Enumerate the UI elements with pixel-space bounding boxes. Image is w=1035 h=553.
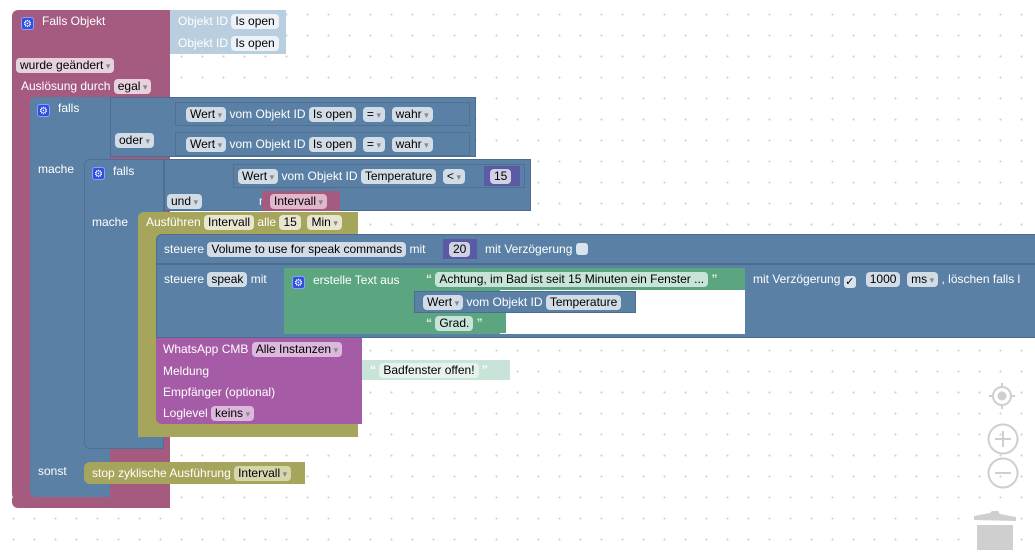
number-block[interactable]: 15: [484, 166, 520, 186]
object-id-field[interactable]: Is open: [231, 14, 279, 29]
control-target-field[interactable]: Volume to use for speak commands: [207, 242, 407, 257]
object-field[interactable]: Is open: [308, 137, 357, 152]
and-dropdown[interactable]: und: [167, 194, 203, 209]
number-field[interactable]: 20: [449, 242, 471, 257]
zoom-in-icon[interactable]: [986, 422, 1020, 456]
value-dropdown[interactable]: Wert: [423, 295, 464, 310]
text-field[interactable]: Grad.: [435, 316, 474, 331]
text-block-1[interactable]: “ Achtung, im Bad ist seit 15 Minuten ei…: [416, 268, 745, 290]
trigger-title: ⚙Falls Objekt: [21, 13, 105, 30]
delay-checkbox[interactable]: ✓: [843, 276, 856, 288]
text-value-block[interactable]: Wert vom Objekt ID Temperature: [414, 291, 636, 313]
or-dropdown[interactable]: oder: [115, 133, 155, 148]
triggered-by-dropdown[interactable]: egal: [113, 79, 152, 94]
interval-unit-dropdown[interactable]: Min: [307, 215, 342, 230]
gear-icon[interactable]: ⚙: [92, 167, 105, 180]
loglevel-dropdown[interactable]: keins: [211, 406, 255, 421]
variable-block[interactable]: Intervall: [262, 191, 340, 211]
object-field[interactable]: Temperature: [360, 169, 437, 184]
do-label: mache: [38, 162, 75, 176]
interval-amount-field[interactable]: 15: [279, 215, 301, 230]
recipient-label: Empfänger (optional): [163, 385, 276, 399]
object-id-block-1[interactable]: Objekt ID Is open: [170, 10, 286, 32]
object-id-block-2[interactable]: Objekt ID Is open: [170, 32, 286, 54]
object-field[interactable]: Temperature: [545, 295, 622, 310]
variable-dropdown[interactable]: Intervall: [270, 194, 328, 209]
bool-dropdown[interactable]: wahr: [391, 137, 433, 152]
delay-value-field[interactable]: 1000: [865, 272, 901, 287]
number-field[interactable]: 15: [490, 169, 512, 184]
operator-dropdown[interactable]: =: [362, 107, 385, 122]
compare-block-3[interactable]: Wert vom Objekt ID Temperature < 15: [233, 164, 525, 188]
text-field[interactable]: Achtung, im Bad ist seit 15 Minuten ein …: [435, 272, 709, 287]
gear-icon[interactable]: ⚙: [21, 17, 34, 30]
zoom-out-icon[interactable]: [986, 456, 1020, 490]
trigger-block-bottom: [12, 498, 170, 508]
value-dropdown[interactable]: Wert: [238, 169, 279, 184]
operator-dropdown[interactable]: <: [442, 169, 465, 184]
message-label: Meldung: [163, 364, 210, 378]
message-text-field[interactable]: Badfenster offen!: [379, 363, 479, 378]
object-id-field[interactable]: Is open: [231, 36, 279, 51]
delay-checkbox[interactable]: [575, 243, 588, 255]
bool-dropdown[interactable]: wahr: [391, 107, 433, 122]
triggered-by-label: Auslösung durch: [21, 79, 111, 93]
control-target-field[interactable]: speak: [207, 272, 248, 287]
operator-dropdown[interactable]: =: [362, 137, 385, 152]
number-block[interactable]: 20: [443, 239, 477, 259]
gear-icon[interactable]: ⚙: [37, 104, 50, 117]
or-condition-block[interactable]: oder Wert vom Objekt ID Is open = wahr W…: [110, 97, 476, 157]
instance-dropdown[interactable]: Alle Instanzen: [251, 342, 343, 357]
object-field[interactable]: Is open: [308, 107, 357, 122]
interval-var-field[interactable]: Intervall: [204, 215, 255, 230]
value-dropdown[interactable]: Wert: [186, 137, 227, 152]
delay-unit-dropdown[interactable]: ms: [907, 272, 939, 287]
crosshair-icon[interactable]: [987, 381, 1017, 411]
stop-interval-block[interactable]: stop zyklische Ausführung Intervall: [84, 462, 305, 484]
value-dropdown[interactable]: Wert: [186, 107, 227, 122]
and-condition-block[interactable]: und Wert vom Objekt ID Temperature < 15 …: [164, 159, 531, 211]
else-label: sonst: [38, 464, 67, 478]
change-mode-dropdown[interactable]: wurde geändert: [16, 58, 115, 73]
interval-block-bottom: [138, 427, 358, 437]
control-block-volume[interactable]: steuere Volume to use for speak commands…: [156, 234, 1035, 264]
trash-icon[interactable]: [972, 510, 1020, 550]
compare-block-2[interactable]: Wert vom Objekt ID Is open = wahr: [175, 132, 470, 156]
stop-var-dropdown[interactable]: Intervall: [234, 466, 292, 481]
text-block-2[interactable]: “ Grad. ”: [416, 313, 506, 333]
message-text-block[interactable]: “ Badfenster offen! ”: [362, 360, 510, 380]
do-label: mache: [92, 215, 129, 229]
whatsapp-block[interactable]: WhatsApp CMB Alle Instanzen Meldung Empf…: [156, 338, 362, 424]
compare-block-1[interactable]: Wert vom Objekt ID Is open = wahr: [175, 102, 470, 126]
gear-icon[interactable]: ⚙: [292, 276, 305, 289]
